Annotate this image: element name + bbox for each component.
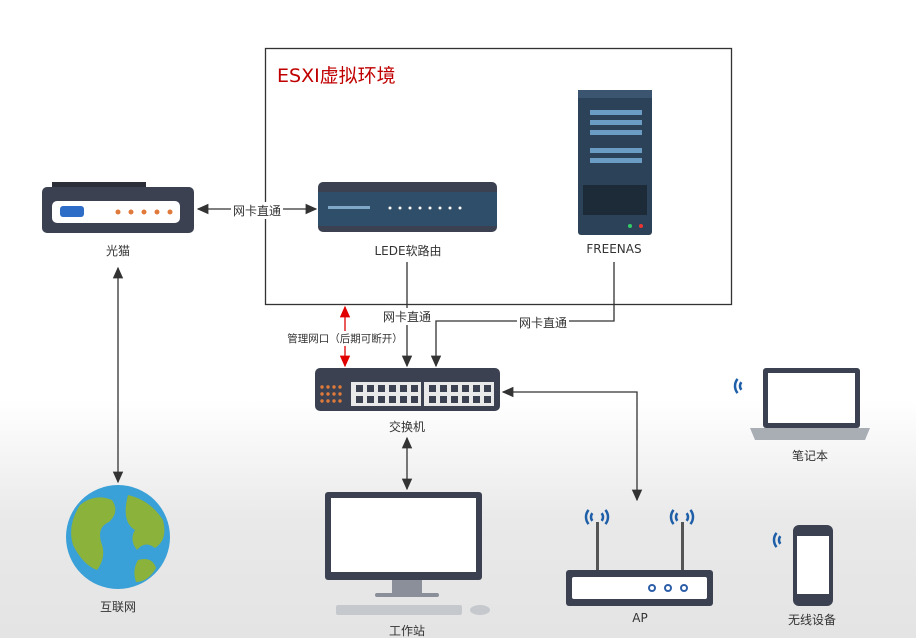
wifi-wave [674, 512, 679, 522]
wifi-icon [584, 378, 782, 548]
switch-port [429, 396, 436, 403]
link-label-nas-switch: 网卡直通 [516, 314, 570, 331]
nas-label: FREENAS [586, 242, 642, 256]
phone-device [793, 525, 833, 606]
laptop-device [750, 368, 870, 440]
wifi-wave [733, 378, 739, 394]
wifi-wave [689, 509, 695, 525]
wifi-wave [738, 381, 743, 391]
wifi-wave [584, 509, 590, 525]
workstation-monitor-device [325, 492, 490, 615]
wifi-wave [777, 535, 782, 545]
switch-port [389, 385, 396, 392]
switch-port [378, 396, 385, 403]
switch-port [356, 385, 363, 392]
switch-port [389, 396, 396, 403]
esxi-title: ESXI虚拟环境 [277, 65, 396, 87]
freenas-server-device [578, 90, 652, 235]
switch-port [400, 385, 407, 392]
laptop-label: 笔记本 [791, 449, 829, 463]
lede-router-device [318, 182, 497, 232]
switch-port [473, 385, 480, 392]
switch-port [462, 385, 469, 392]
ap-label: AP [632, 611, 648, 625]
modem-label: 光猫 [105, 244, 131, 258]
switch-device [315, 368, 500, 411]
router-label: LEDE软路由 [374, 244, 442, 258]
switch-port [378, 385, 385, 392]
switch-port [440, 385, 447, 392]
switch-port [484, 385, 491, 392]
internet-label: 互联网 [99, 600, 137, 614]
switch-port [451, 396, 458, 403]
switch-port [440, 396, 447, 403]
switch-port [451, 385, 458, 392]
switch-port [411, 396, 418, 403]
wifi-wave [669, 509, 675, 525]
link-label-modem-router: 网卡直通 [230, 202, 284, 219]
wifi-wave [600, 512, 605, 522]
switch-port [400, 396, 407, 403]
modem-device [42, 182, 194, 233]
switch-port [367, 396, 374, 403]
link-label-management: 管理网口（后期可断开） [285, 331, 405, 346]
globe-icon [66, 485, 170, 589]
wifi-wave [685, 512, 690, 522]
switch-label: 交换机 [388, 420, 426, 434]
wireless-label: 无线设备 [787, 613, 837, 627]
switch-port [367, 385, 374, 392]
esxi-box [264, 47, 733, 306]
switch-port [484, 396, 491, 403]
switch-port [462, 396, 469, 403]
wifi-wave [772, 532, 778, 548]
switch-port [356, 396, 363, 403]
wifi-wave [589, 512, 594, 522]
switch-port [429, 385, 436, 392]
workstation-label: 工作站 [388, 624, 426, 638]
ap-device [566, 522, 713, 606]
link-label-router-switch: 网卡直通 [380, 308, 434, 325]
link-switch-ap [501, 386, 643, 502]
wifi-wave [604, 509, 610, 525]
switch-port [411, 385, 418, 392]
switch-port [473, 396, 480, 403]
